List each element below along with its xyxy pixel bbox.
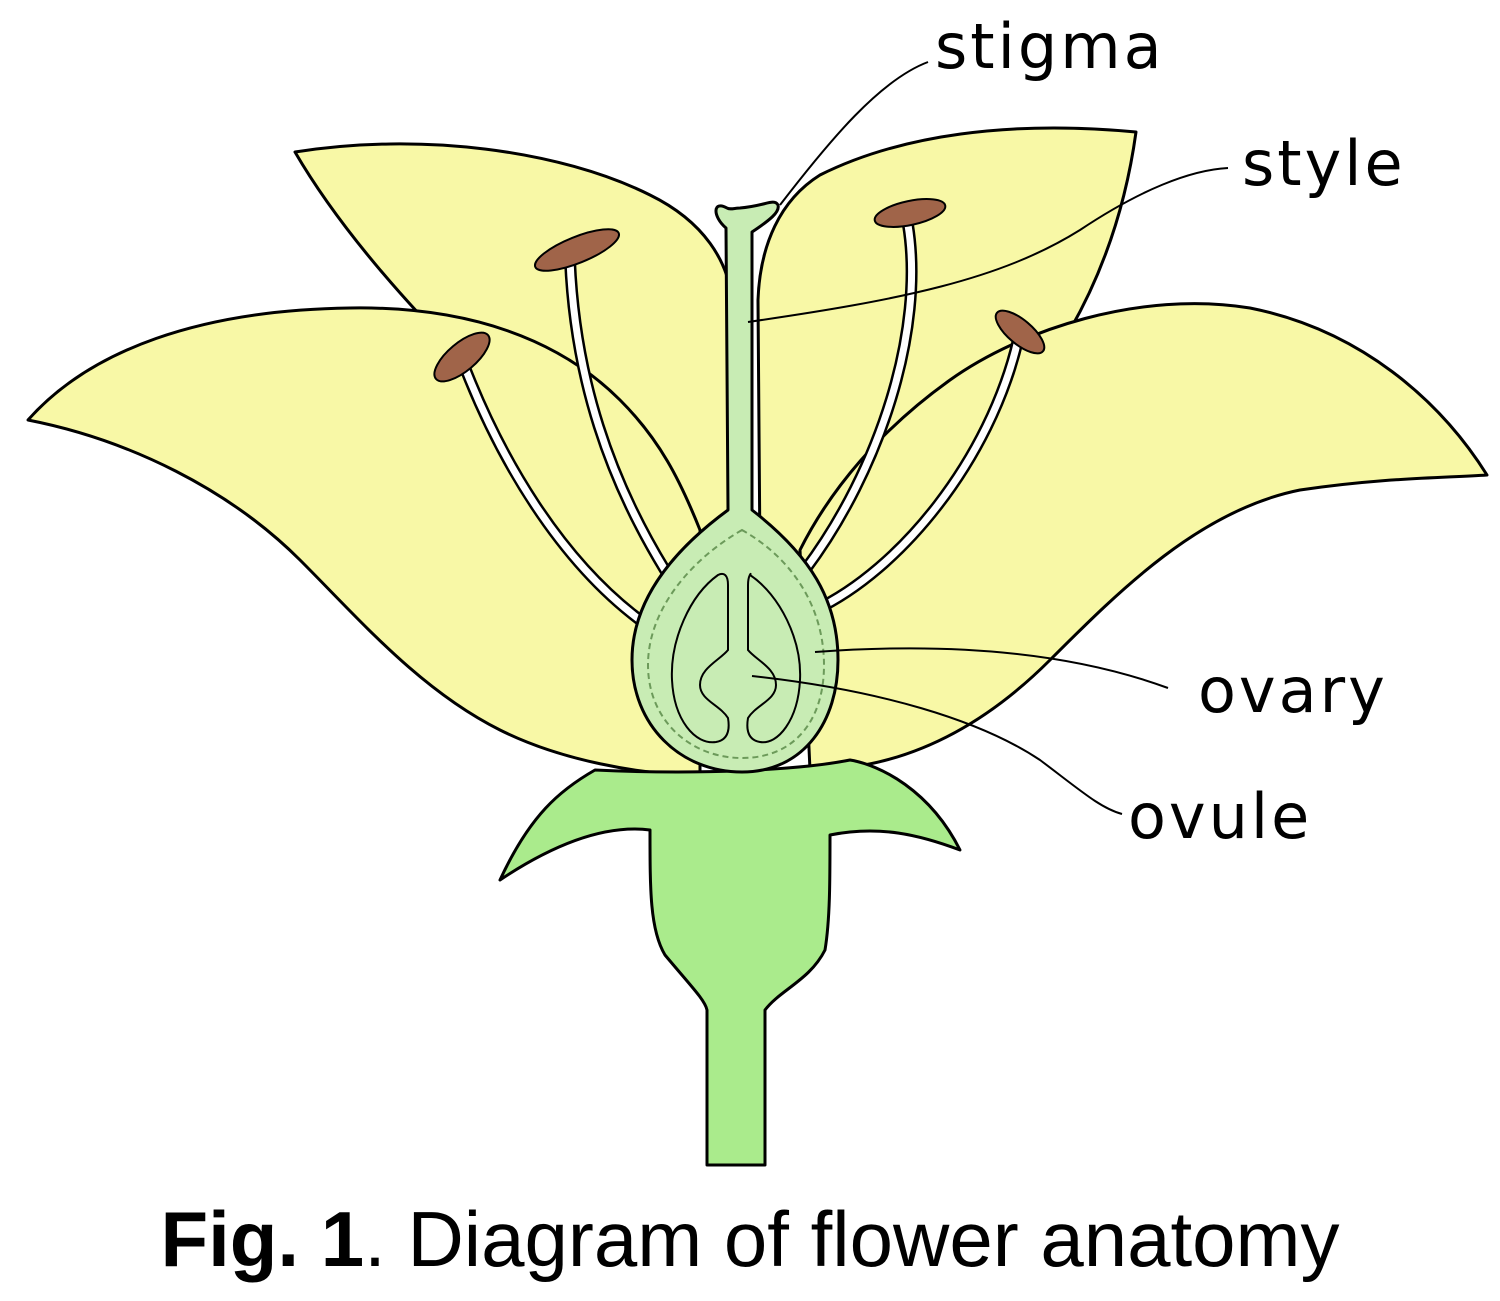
anther-1: [433, 331, 491, 383]
figure-number: Fig. 1: [160, 1195, 365, 1283]
receptacle: [498, 758, 962, 1167]
label-ovary: ovary: [1198, 654, 1388, 727]
label-ovule: ovule: [1128, 780, 1312, 853]
ovule-leader: [751, 675, 1123, 815]
anther-4: [994, 309, 1046, 355]
stamen-1: [433, 331, 646, 626]
stigma-leader: [779, 61, 929, 206]
stamen-2: [533, 228, 671, 576]
pistil: [630, 200, 840, 774]
petal-front-right: [798, 302, 1489, 772]
figure-caption-text: . Diagram of flower anatomy: [364, 1195, 1340, 1283]
label-stigma: stigma: [935, 10, 1165, 83]
label-style: style: [1242, 127, 1406, 200]
stamen-4: [809, 309, 1046, 616]
ovary-leader: [814, 647, 1169, 689]
stamen-3: [799, 198, 947, 576]
ovary-wall: [646, 528, 826, 760]
style-leader: [747, 167, 1229, 323]
anther-3: [873, 198, 947, 228]
ovule-chamber-left: [670, 572, 730, 744]
anther-2: [533, 228, 621, 272]
figure-caption: Fig. 1. Diagram of flower anatomy: [0, 1200, 1500, 1278]
ovule-chamber-right: [746, 572, 802, 744]
